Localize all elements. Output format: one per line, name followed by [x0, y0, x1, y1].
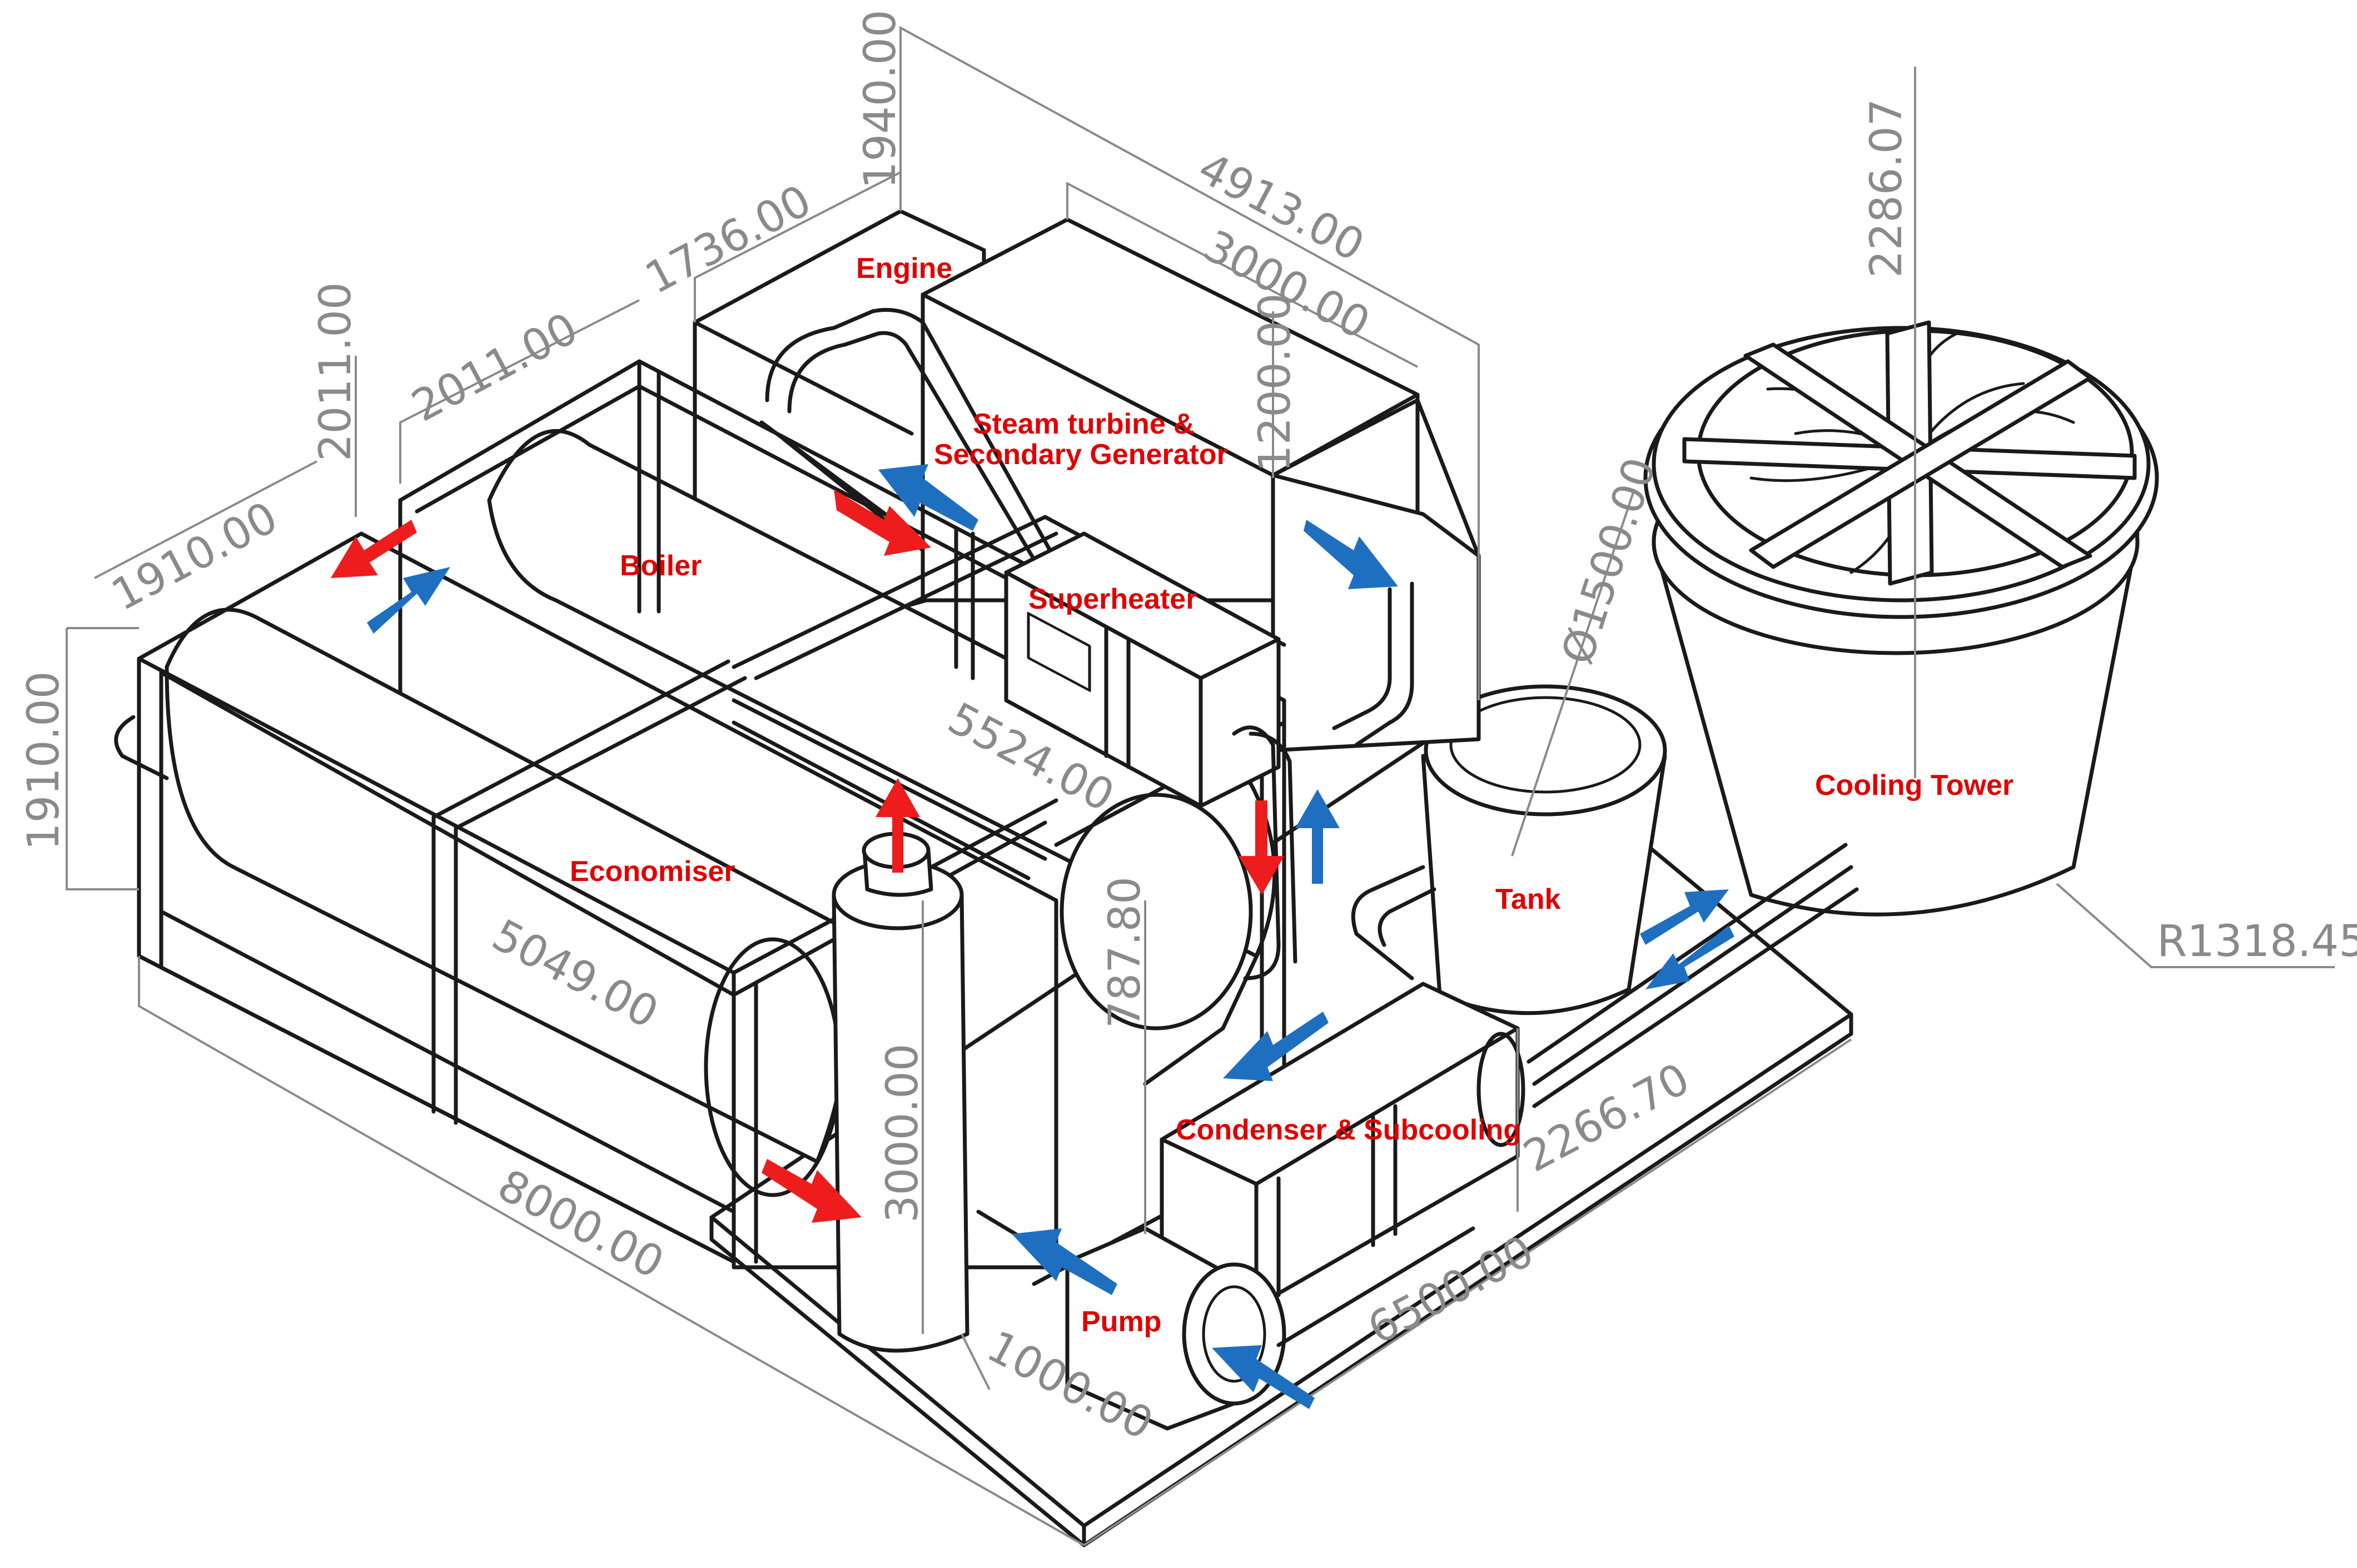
label-pump: Pump [1081, 1306, 1161, 1338]
flow-arrow-hot [876, 778, 920, 873]
flow-arrow-hot [1239, 800, 1284, 895]
cooling-tower [1643, 320, 2159, 917]
label-economiser: Economiser [570, 855, 735, 888]
label-condenser: Condenser & Subcooling [1176, 1114, 1521, 1146]
dim-8000: 8000.00 [490, 1160, 672, 1288]
dim-787-80: 787.80 [1100, 877, 1150, 1028]
dim-1500-diameter: Ø1500.00 [1552, 452, 1665, 670]
flow-arrow-hot [762, 1159, 862, 1223]
label-tank: Tank [1495, 883, 1561, 915]
flow-arrow-cold [1212, 1345, 1315, 1409]
riser-pipes [1143, 725, 1297, 1086]
dim-3000-column: 3000.00 [878, 1043, 928, 1223]
label-boiler: Boiler [620, 550, 702, 582]
dim-1200: 1200.00 [1250, 293, 1300, 472]
flow-arrow-cold [1640, 889, 1729, 945]
flow-arrow-hot [331, 520, 417, 578]
tank [1421, 684, 1667, 1016]
dim-2011-horizontal: 2011.00 [404, 303, 586, 432]
flow-arrow-hot [834, 489, 931, 556]
flow-arrow-cold [367, 567, 450, 634]
flow-arrow-cold [878, 464, 978, 531]
label-steam-turbine-line1: Steam turbine & [973, 408, 1195, 440]
dim-r1318-45: R1318.45 [2157, 917, 2357, 967]
economiser-vessel [114, 608, 849, 1197]
dim-1910-vertical: 1910.00 [19, 671, 69, 850]
dim-2011-vertical: 2011.00 [311, 282, 361, 461]
superheater [1004, 531, 1281, 808]
flow-arrow-cold [1012, 1228, 1117, 1295]
dim-2286-07: 2286.07 [1862, 98, 1912, 278]
label-steam-turbine-line2: Secondary Generator [934, 439, 1228, 471]
dimension-lines [66, 26, 2335, 1546]
dim-1910-horizontal: 1910.00 [104, 492, 286, 621]
fan-grille [1682, 320, 2137, 586]
flow-arrow-cold [1645, 925, 1734, 989]
upper-pipe-loop [759, 308, 1436, 980]
component-labels: Engine Steam turbine & Secondary Generat… [570, 252, 2013, 1338]
label-engine: Engine [856, 252, 952, 285]
label-superheater: Superheater [1028, 583, 1197, 615]
label-cooling-tower: Cooling Tower [1815, 769, 2013, 802]
dim-1940: 1940.00 [856, 9, 906, 189]
flow-arrow-cold [1223, 1012, 1329, 1081]
flow-arrows [331, 464, 1734, 1409]
flow-arrow-cold [1295, 789, 1340, 884]
flow-arrow-cold [1304, 520, 1398, 589]
boiler-vessel [487, 429, 1277, 1031]
